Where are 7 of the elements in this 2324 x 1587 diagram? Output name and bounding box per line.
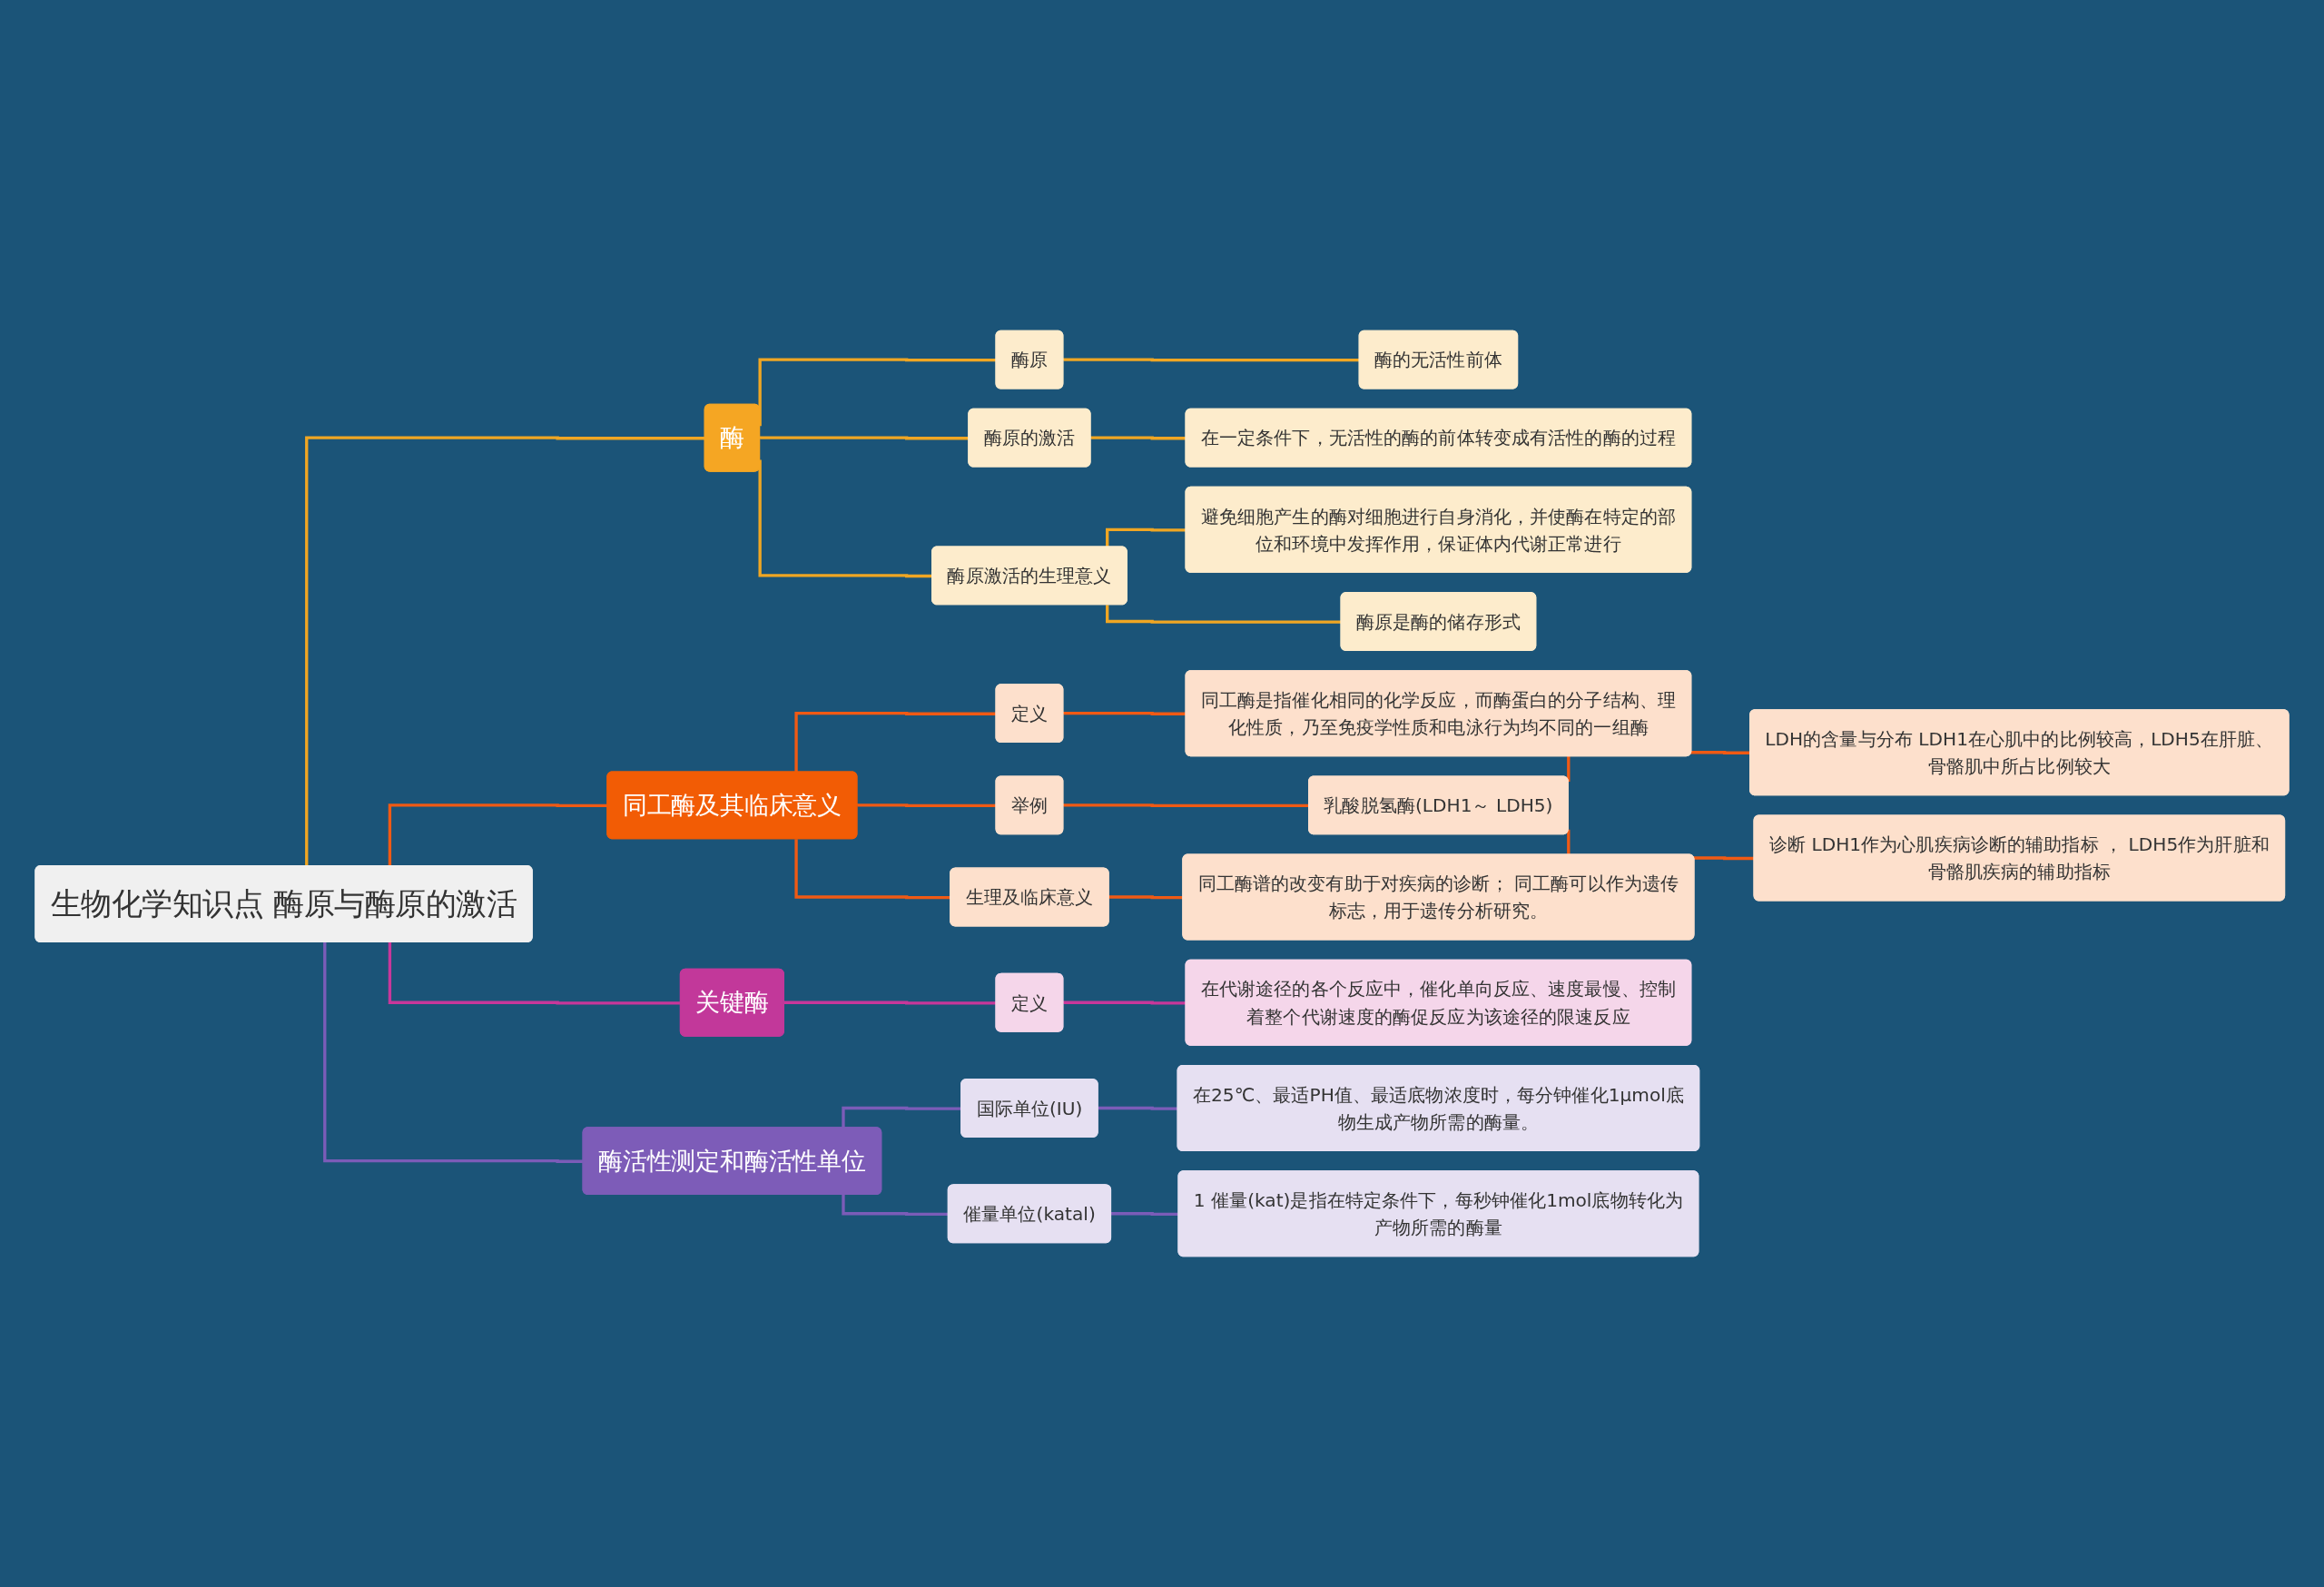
connector bbox=[388, 942, 681, 1005]
connector bbox=[842, 1195, 949, 1217]
connector bbox=[305, 436, 705, 867]
connector bbox=[794, 712, 997, 773]
connector bbox=[1106, 605, 1342, 624]
connector bbox=[323, 942, 584, 1163]
connector bbox=[1106, 527, 1187, 547]
